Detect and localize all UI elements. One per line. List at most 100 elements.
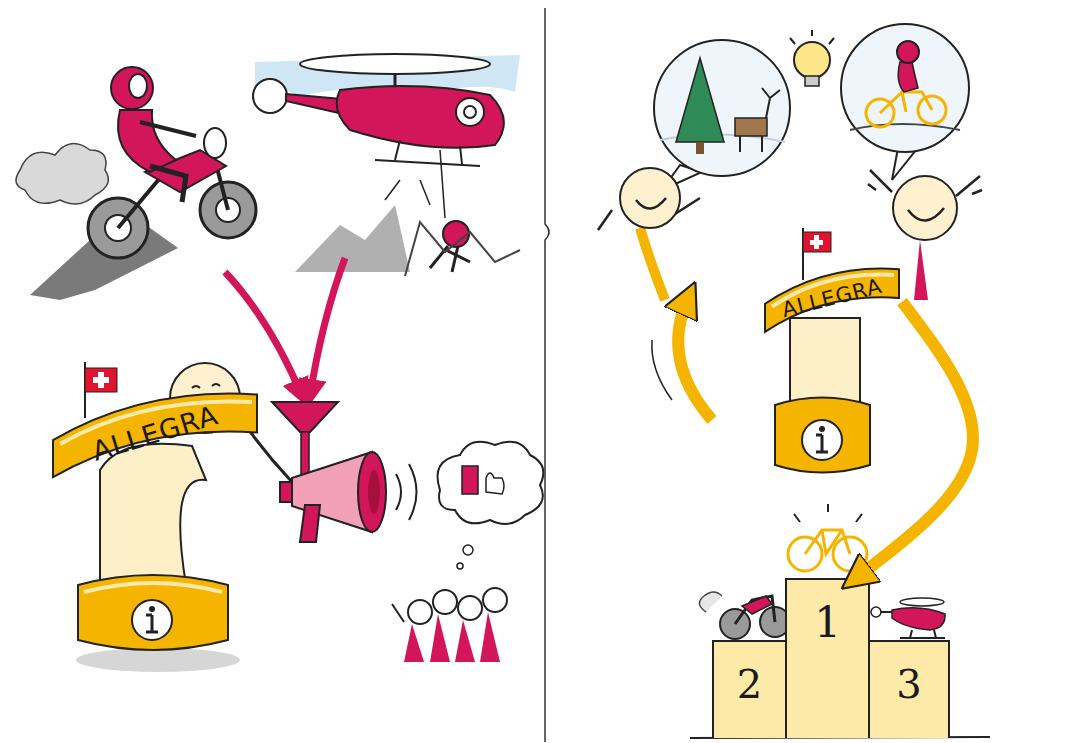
- bike-bubble-part: [898, 62, 918, 92]
- banner-shape: [765, 268, 899, 331]
- person: [598, 168, 700, 300]
- info-stand: [76, 444, 240, 672]
- helicopter-part: [900, 598, 944, 606]
- bike-bubble-part: [841, 24, 969, 152]
- megaphone-part: [272, 402, 338, 432]
- funnel-arrows: [225, 258, 345, 396]
- motorbike-rider-part: [140, 122, 196, 136]
- nature-bubble-part: [654, 40, 790, 176]
- thought-bubble-part: [463, 545, 473, 555]
- cycle-arrow: [856, 302, 973, 578]
- megaphone: [272, 402, 417, 542]
- allegra-banner: ALLEGRA: [50, 385, 260, 480]
- cycle-arrow-part: [652, 340, 672, 400]
- nature-bubble-part: [740, 88, 780, 152]
- swiss-flag: [85, 362, 117, 418]
- thought-bubble-part: [457, 563, 463, 569]
- helicopter-part: [385, 180, 430, 205]
- crowd-part: [392, 604, 404, 622]
- thought-bubble-part: [486, 473, 504, 494]
- crowd-part: [458, 596, 482, 620]
- divider-line: [545, 8, 549, 742]
- helicopter-part: [430, 246, 470, 272]
- bike-bubble: [841, 24, 969, 180]
- megaphone-part: [358, 452, 386, 532]
- crowd-part: [433, 590, 457, 614]
- funnel-arrows-part: [225, 272, 302, 396]
- info-stand-part: [819, 426, 825, 432]
- crowd-part: [408, 600, 432, 624]
- cycle-arrow: [652, 298, 712, 420]
- person-part: [192, 384, 220, 388]
- lightbulb-part: [805, 76, 819, 86]
- swiss-flag-part: [93, 377, 109, 383]
- motorbike: [699, 592, 790, 639]
- motorbike-rider-part: [16, 144, 108, 204]
- motorbike-rider-part: [118, 110, 176, 172]
- person-part: [636, 198, 666, 209]
- bike-bubble-part: [850, 124, 960, 130]
- person-part: [620, 168, 680, 228]
- thought-bubble-part: [438, 442, 544, 524]
- motorbike-rider-part: [150, 166, 186, 202]
- bicycle: [788, 504, 867, 571]
- info-stand-part: [100, 444, 206, 585]
- helicopter-part: [405, 222, 520, 276]
- info-stand: [775, 318, 870, 473]
- allegra-banner: ALLEGRA: [762, 262, 902, 334]
- crowd-part: [483, 588, 507, 612]
- nature-bubble: [654, 40, 790, 190]
- motorbike-part: [735, 596, 775, 624]
- banner-shape: [53, 394, 257, 478]
- lightbulb: [790, 30, 834, 86]
- podium-step: 1: [785, 578, 870, 738]
- info-stand-part: [132, 600, 172, 640]
- bike-bubble-part: [897, 41, 919, 63]
- person-part: [893, 176, 957, 240]
- helicopter-part: [295, 205, 410, 272]
- helicopter-part: [375, 140, 480, 166]
- lightbulb-part: [790, 30, 834, 44]
- motorbike-part: [742, 596, 772, 614]
- funnel-arrows-part: [310, 258, 345, 396]
- person-part: [908, 208, 944, 221]
- helicopter-part: [440, 150, 445, 218]
- motorbike-rider: [16, 67, 256, 300]
- helicopter-part: [337, 86, 504, 148]
- info-stand-part: [775, 398, 870, 473]
- bike-bubble-part: [880, 92, 932, 113]
- info-stand-part: [802, 420, 842, 460]
- info-stand-part: [149, 606, 155, 612]
- lightbulb-part: [794, 42, 830, 78]
- motorbike-rider-part: [204, 128, 226, 158]
- helicopter-part: [871, 607, 881, 617]
- podium-number: 1: [814, 602, 841, 644]
- megaphone-part: [368, 470, 380, 514]
- info-stand-part: [816, 435, 828, 452]
- helicopter-part: [456, 98, 484, 126]
- podium-step: 2: [712, 640, 787, 738]
- crowd: [392, 588, 507, 662]
- nature-bubble-part: [696, 142, 704, 154]
- cycle-arrow-part: [678, 298, 712, 420]
- swiss-flag-part: [810, 240, 823, 245]
- helicopter: [871, 598, 945, 638]
- megaphone-part: [396, 464, 417, 520]
- swiss-flag: [803, 228, 831, 280]
- bicycle-part: [794, 504, 862, 522]
- helicopter-part: [900, 630, 945, 638]
- helicopter: [253, 54, 520, 276]
- nature-bubble-part: [676, 58, 724, 142]
- nature-bubble-part: [735, 118, 767, 136]
- helicopter-part: [464, 106, 476, 118]
- podium-number: 2: [737, 664, 762, 704]
- bicycle-part: [805, 530, 850, 554]
- info-stand-part: [78, 575, 228, 650]
- thought-bubble-part: [462, 466, 478, 494]
- helicopter-part: [892, 608, 945, 630]
- motorbike-rider-part: [129, 74, 147, 98]
- info-stand-part: [146, 615, 158, 632]
- podium-step: 3: [868, 640, 950, 738]
